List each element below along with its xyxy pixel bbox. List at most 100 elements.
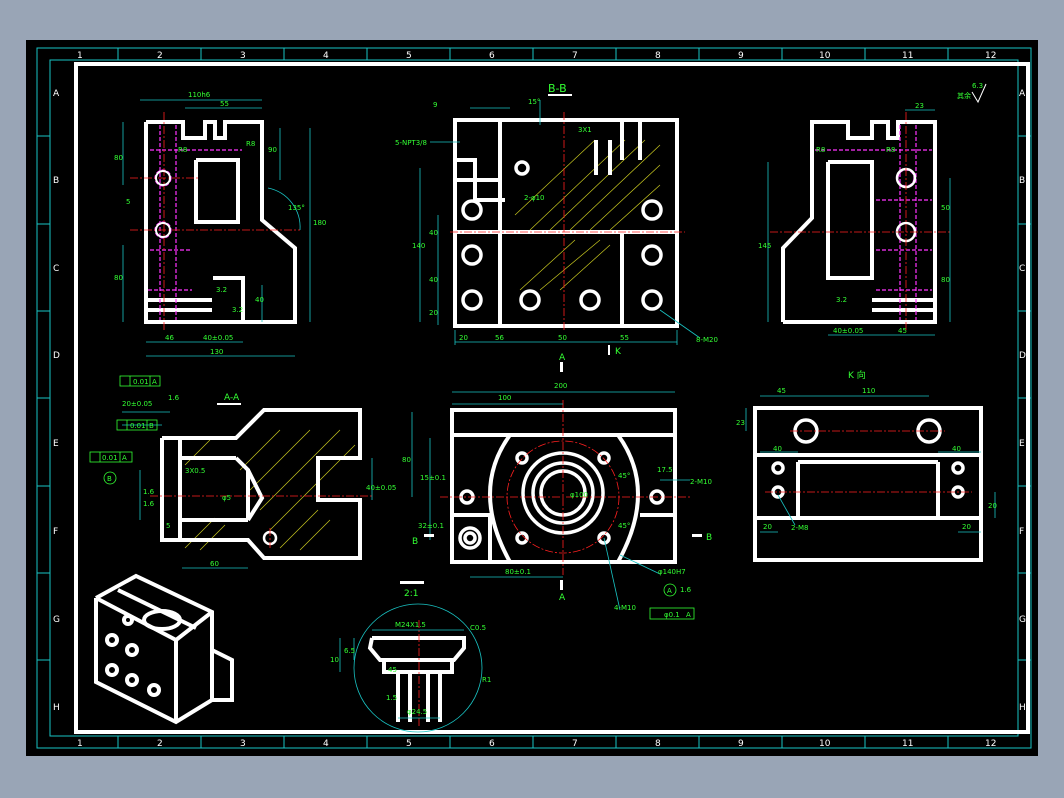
col-label: 10 (819, 739, 831, 749)
dim-text: 80 (114, 154, 123, 162)
dim-text: A (686, 611, 691, 619)
drawing-sheet (26, 40, 1038, 756)
dim-text: 135° (288, 204, 305, 212)
row-ruler-right: A B C D E F G H (1019, 89, 1026, 713)
front-view: 200 100 80 15±0.1 32±0.1 2-M10 17.5 φ100… (402, 353, 712, 620)
section-bb-view: B-B 9 15° 3X1 5-NPT3/8 2-φ10 140 40 40 2… (395, 82, 718, 357)
dim-text: B (149, 422, 154, 430)
dim-text: 45 (898, 327, 907, 335)
cut-label-b-left: B (412, 537, 418, 547)
col-label: 6 (489, 51, 495, 61)
row-label: H (1019, 703, 1026, 713)
row-label: B (53, 176, 59, 186)
col-label: 8 (655, 739, 661, 749)
dim-text: R1 (482, 676, 491, 684)
dim-text: 1.6 (143, 500, 155, 508)
col-label: 2 (157, 739, 163, 749)
dim-text: 5 (166, 522, 170, 530)
col-label: 2 (157, 51, 163, 61)
col-label: 12 (985, 739, 996, 749)
dim-text: 20 (962, 523, 971, 531)
dim-text: 15±0.1 (420, 474, 446, 482)
dim-text: 2-M8 (791, 524, 808, 532)
column-ruler-bottom: 1 2 3 4 5 6 7 8 9 10 11 12 (77, 739, 996, 749)
dim-text: 55 (220, 100, 229, 108)
dim-text: 15° (528, 98, 540, 106)
dim-text: 45 (388, 666, 397, 674)
col-label: 12 (985, 51, 996, 61)
row-label: A (53, 89, 60, 99)
dim-text: C0.5 (470, 624, 486, 632)
dim-text: 20 (459, 334, 468, 342)
title-frame (36, 47, 1032, 749)
dim-text: 17.5 (657, 466, 673, 474)
dim-text: R8 (816, 146, 825, 154)
dim-text: 40±0.05 (366, 484, 396, 492)
dim-text: 20 (988, 502, 997, 510)
dim-text: 56 (495, 334, 504, 342)
dim-text: φ100 (570, 491, 588, 499)
dim-text: φ0.1 (664, 611, 680, 619)
dim-text: 32±0.1 (418, 522, 444, 530)
col-label: 6 (489, 739, 495, 749)
dim-text: 130 (210, 348, 223, 356)
dim-text: 45° (618, 472, 630, 480)
dim-text: 45 (777, 387, 786, 395)
dim-text: 20 (429, 309, 438, 317)
dim-text: φ140H7 (658, 568, 686, 576)
dim-text: 1.6 (143, 488, 155, 496)
dim-text: A (152, 378, 157, 386)
dim-text: 40 (429, 276, 438, 284)
col-label: 11 (902, 51, 913, 61)
dim-text: 20±0.05 (122, 400, 152, 408)
dim-text: 9 (433, 101, 437, 109)
section-aa-view: A-A 0.01 A 20±0.05 1.6 0.01 B 0.01 A 3X0… (89, 375, 396, 569)
col-label: 1 (77, 51, 83, 61)
col-label: 4 (323, 51, 329, 61)
dim-text: 45° (618, 522, 630, 530)
dim-text: 50 (558, 334, 567, 342)
dim-text: 80 (402, 456, 411, 464)
cut-label-a-top: A (559, 353, 566, 363)
dim-text: 100 (498, 394, 511, 402)
col-label: 7 (572, 51, 578, 61)
dim-text: 2-φ10 (524, 194, 545, 202)
col-label: 7 (572, 739, 578, 749)
dim-text: 80±0.1 (505, 568, 531, 576)
row-label: G (1019, 615, 1026, 625)
dim-text: 80 (941, 276, 950, 284)
row-label: E (1019, 439, 1025, 449)
dim-text: 110 (862, 387, 875, 395)
dim-text: M24X1.5 (395, 621, 426, 629)
row-label: B (1019, 176, 1025, 186)
dim-text: 55 (620, 334, 629, 342)
row-ruler-left: A B C D E F G H (53, 89, 60, 713)
view-title: K 向 (848, 369, 866, 381)
dim-text: 23 (915, 102, 924, 110)
column-ruler-top: 1 2 3 4 5 6 7 8 9 10 11 12 (77, 51, 996, 61)
col-label: 10 (819, 51, 831, 61)
col-label: 3 (240, 739, 246, 749)
dim-text: 110h6 (188, 91, 211, 99)
dim-text: 4-M10 (614, 604, 636, 612)
section-title: B-B (548, 82, 567, 95)
dim-text: φ5 (222, 494, 231, 502)
right-side-view: 23 R8 R8 50 145 80 3.2 40±0.05 45 (758, 102, 951, 336)
detail-scale: 2:1 (404, 589, 418, 599)
roughness-symbol: 6.3 其余 (957, 82, 987, 104)
dim-text: 180 (313, 219, 326, 227)
row-label: F (1019, 527, 1024, 537)
row-label: F (53, 527, 58, 537)
dim-text: 23 (736, 419, 745, 427)
col-label: 4 (323, 739, 329, 749)
dim-text: 3X0.5 (185, 467, 205, 475)
dim-text: 40±0.05 (203, 334, 233, 342)
section-title: A-A (224, 393, 240, 403)
dim-text: 40±0.05 (833, 327, 863, 335)
dim-text: 6.5 (344, 647, 355, 655)
dim-text: R8 (246, 140, 255, 148)
dim-text: B (107, 475, 112, 483)
dim-text: 80 (114, 274, 123, 282)
dim-text: 90 (268, 146, 277, 154)
